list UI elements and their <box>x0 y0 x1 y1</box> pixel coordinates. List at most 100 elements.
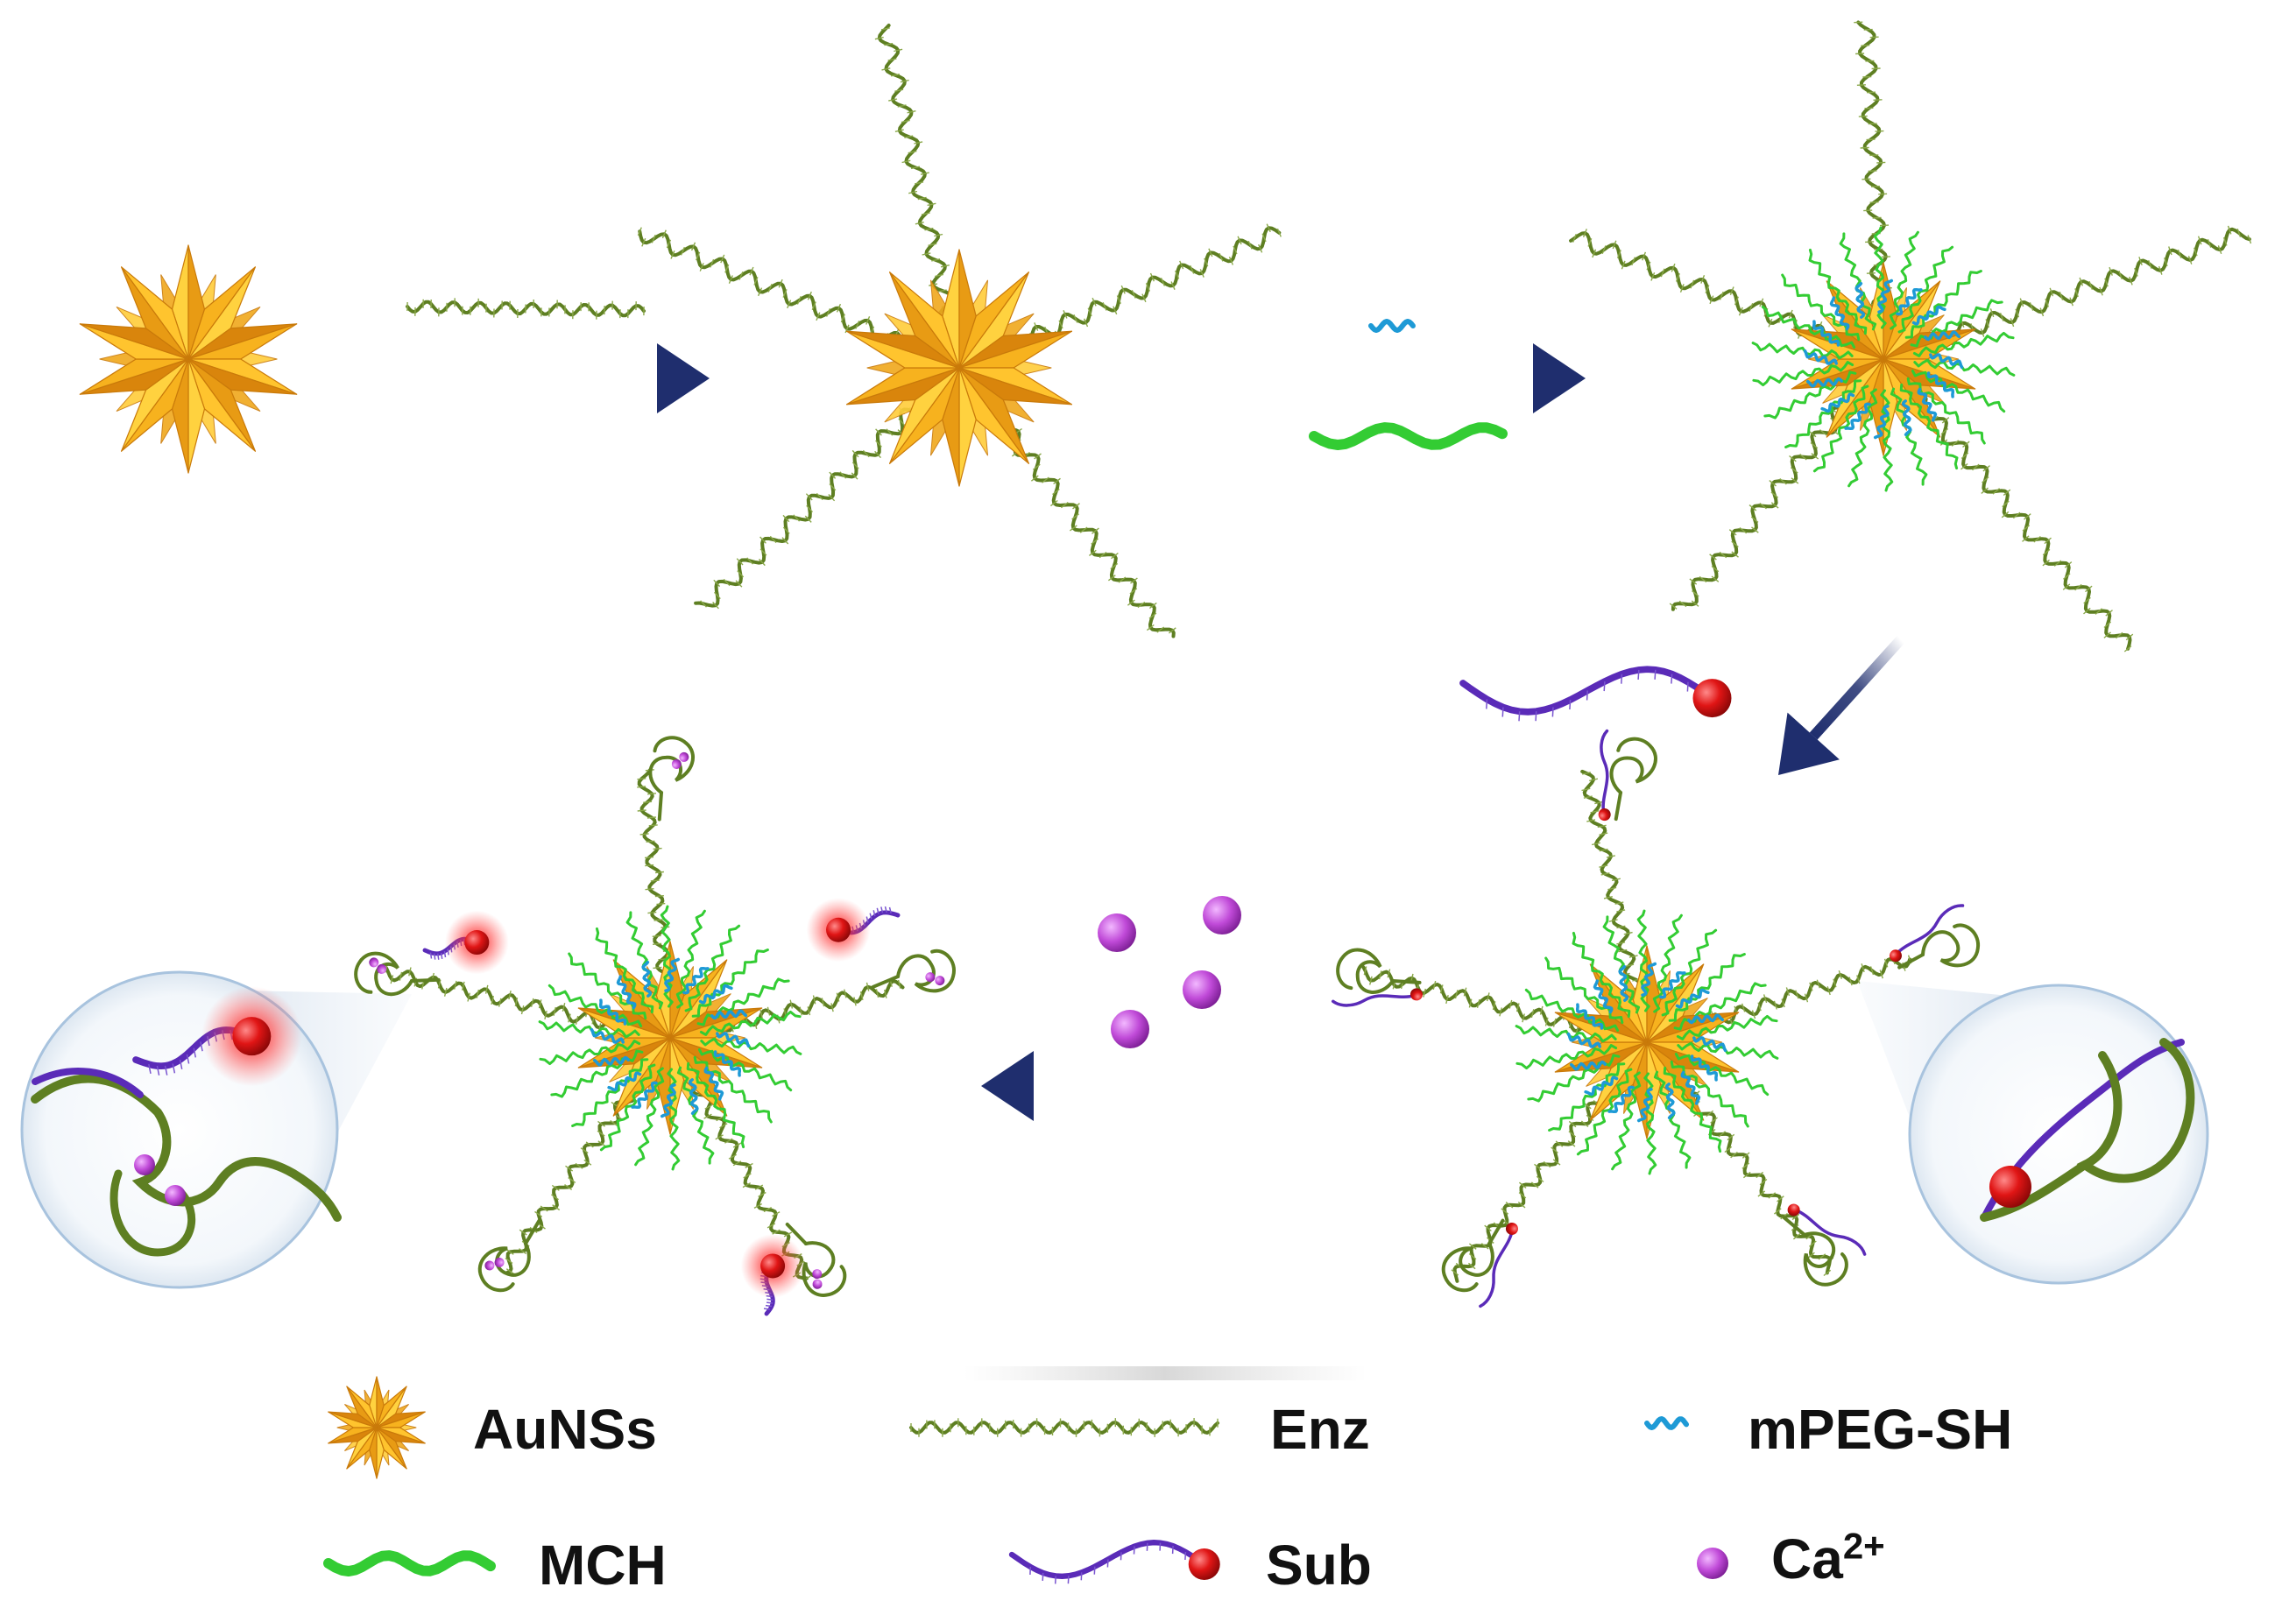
mpeg-ligand-s4-2 <box>1664 1083 1676 1120</box>
legend-label-mpeg-sh: mPEG-SH <box>1748 1398 2013 1461</box>
mch-ligand-s3-19 <box>1904 270 1982 339</box>
mpeg-ligand-s5-9 <box>616 975 637 1010</box>
mpeg-ligand-s4-4 <box>1607 1085 1635 1114</box>
mch-ligand-s4-12 <box>1524 988 1620 1032</box>
cleaved-hairpin-stage5-3 <box>477 1218 541 1293</box>
legend-label-aunss: AuNSs <box>473 1398 657 1461</box>
mpeg-ligand-s4-8 <box>1575 1003 1604 1030</box>
cleaved-hairpin-stage5-2 <box>785 1222 847 1297</box>
cleaved-hairpin-stage5-0 <box>648 736 696 822</box>
gold-nanostar-icon-legend <box>328 1376 426 1479</box>
mpeg-ligand-s3-14 <box>1924 330 1961 342</box>
mpeg-ligand-s3-6 <box>1805 377 1843 388</box>
mpeg-ligand-s4-10 <box>1618 964 1629 1002</box>
mpeg-ligand-s5-11 <box>664 957 681 992</box>
mpeg-ligand-s4-13 <box>1675 988 1710 1009</box>
mch-ligand-s3-17 <box>1889 230 1919 330</box>
legend-label-ca-charge: 2+ <box>1842 1525 1885 1567</box>
zoom-callout-cleaved <box>20 970 412 1289</box>
mpeg-ligand-s4-5 <box>1584 1075 1619 1097</box>
mpeg-ligand-s3-12 <box>1896 287 1923 316</box>
mpeg-ligand-s5-8 <box>598 998 627 1026</box>
mpeg-ligand-s3-9 <box>1829 296 1850 331</box>
mpeg-ligand-s5-0 <box>713 1050 742 1077</box>
zoom-callout-intact <box>1857 981 2209 1285</box>
mch-ligand-s4-4 <box>1653 1070 1692 1169</box>
mpeg-ligand-s5-1 <box>703 1066 724 1101</box>
calcium-ion-icon-reagent-1 <box>1098 913 1136 952</box>
zoom-released-fluorophore <box>132 985 302 1087</box>
mch-ligand-s4-11 <box>1515 1025 1617 1043</box>
mpeg-ligand-s4-15 <box>1692 1036 1727 1053</box>
mpeg-sh-strand-icon-legend <box>1644 1416 1689 1430</box>
mpeg-ligand-s4-3 <box>1636 1088 1653 1123</box>
released-fragment-1 <box>422 910 509 975</box>
cleaved-hairpin-stage5-4 <box>354 951 441 997</box>
mpeg-ligand-s5-12 <box>682 966 710 995</box>
mpeg-ligand-s3-2 <box>1901 399 1912 437</box>
mch-ligand-s3-15 <box>1839 232 1877 331</box>
mpeg-ligand-s3-4 <box>1844 402 1871 431</box>
mch-ligand-s5-4 <box>676 1066 715 1165</box>
mch-ligand-s3-14 <box>1808 248 1868 335</box>
mch-ligand-s4-8 <box>1548 1062 1626 1132</box>
mch-strand-icon-legend <box>323 1550 496 1576</box>
calcium-ion-icon-reagent-2 <box>1203 896 1241 934</box>
mch-ligand-s5-6 <box>634 1067 665 1167</box>
mpeg-ligand-s5-15 <box>716 1032 751 1048</box>
legend-label-mch: MCH <box>539 1534 667 1597</box>
mch-ligand-s3-10 <box>1752 361 1854 387</box>
legend-label-ca: Ca2+ <box>1771 1527 1885 1587</box>
arrow-step3 <box>1778 635 1905 775</box>
enz-sub-hairpin-stage4-0 <box>1598 729 1657 822</box>
enz-dna-strand-icon-reagent <box>406 298 646 320</box>
mpeg-ligand-s5-7 <box>590 1027 625 1044</box>
mch-ligand-s5-1 <box>697 1048 793 1092</box>
mch-ligand-s4-10 <box>1515 1044 1618 1070</box>
enz-sub-hairpin-stage4-1 <box>1889 904 1980 970</box>
mch-ligand-s5-12 <box>548 984 643 1027</box>
mch-ligand-s5-3 <box>686 1061 745 1149</box>
reaction-arrows <box>342 343 1905 1121</box>
mpeg-ligand-s5-4 <box>631 1081 658 1110</box>
zoom-callouts <box>20 970 2209 1289</box>
mch-ligand-s3-8 <box>1784 379 1862 448</box>
mpeg-ligand-s5-2 <box>688 1078 699 1116</box>
cleaved-hairpin-stage5-1 <box>871 949 956 993</box>
mpeg-ligand-s3-11 <box>1877 279 1894 314</box>
mpeg-ligand-s4-7 <box>1566 1032 1601 1048</box>
mch-ligand-s4-18 <box>1661 928 1718 1017</box>
mch-ligand-s4-15 <box>1602 915 1641 1014</box>
mch-ligand-s3-4 <box>1890 387 1928 486</box>
mch-ligand-s3-11 <box>1751 342 1854 360</box>
mpeg-ligand-s5-13 <box>698 984 733 1005</box>
mch-ligand-s3-1 <box>1911 370 2006 413</box>
mpeg-ligand-s5-6 <box>592 1055 630 1067</box>
mch-ligand-s5-21 <box>699 1010 802 1036</box>
mpeg-ligand-s3-8 <box>1812 320 1840 347</box>
legend-label-enz: Enz <box>1270 1398 1370 1461</box>
calcium-ion-icon-legend <box>1697 1548 1728 1579</box>
mpeg-ligand-s5-3 <box>660 1083 676 1118</box>
mch-ligand-s5-15 <box>625 911 664 1010</box>
mch-ligand-s5-10 <box>539 1040 641 1066</box>
mch-ligand-s5-7 <box>599 1063 656 1152</box>
mch-ligand-s3-0 <box>1913 358 2016 377</box>
mpeg-ligand-s5-10 <box>641 960 653 998</box>
zoom-enz-hairpin-right <box>2076 1038 2195 1183</box>
substrate-strand-icon-reagent <box>1459 666 1732 722</box>
legend-label-ca-base: Ca <box>1771 1527 1843 1590</box>
enz-sub-hairpin-stage4-4 <box>1332 948 1423 1007</box>
mch-ligand-s3-18 <box>1897 245 1954 334</box>
mch-ligand-s4-14 <box>1572 931 1631 1019</box>
arrow-step2 <box>1240 343 1586 413</box>
mpeg-ligand-s3-13 <box>1911 305 1946 326</box>
arrow-step4 <box>981 1051 1349 1121</box>
gold-nanostar-icon-stage2 <box>846 249 1072 487</box>
mch-ligand-s4-21 <box>1676 1014 1778 1040</box>
mch-ligand-s4-7 <box>1576 1068 1633 1156</box>
mpeg-ligand-s3-15 <box>1929 353 1964 370</box>
arrow-step1 <box>342 343 710 413</box>
mch-ligand-s4-3 <box>1663 1066 1722 1153</box>
